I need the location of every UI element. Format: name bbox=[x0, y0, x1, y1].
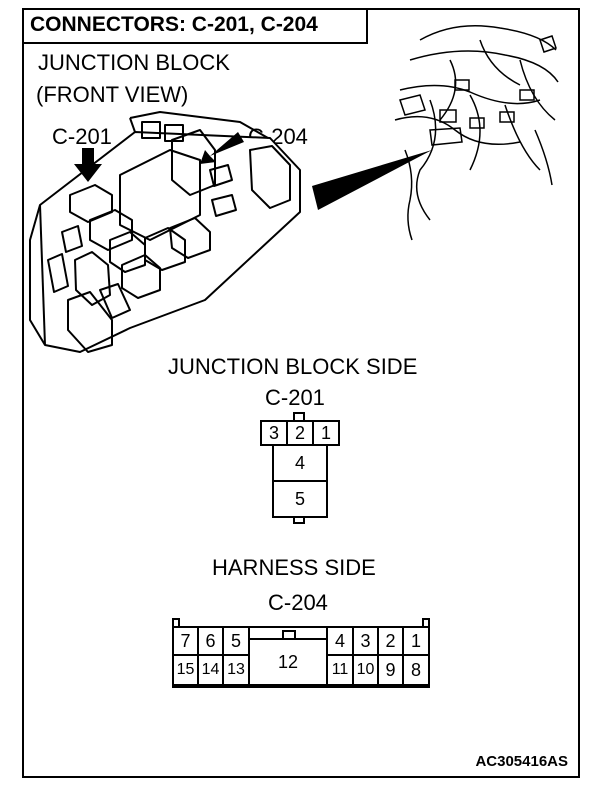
c204-heading: HARNESS SIDE bbox=[212, 555, 376, 580]
c204-left-latch bbox=[172, 618, 180, 628]
front-view-label: (FRONT VIEW) bbox=[36, 82, 189, 107]
title-underline bbox=[22, 42, 367, 44]
callout-c201: C-201 bbox=[52, 124, 112, 149]
junction-block-label: JUNCTION BLOCK bbox=[38, 50, 230, 75]
c201-pin-1: 1 bbox=[312, 420, 340, 446]
c201-pin-3: 3 bbox=[260, 420, 288, 446]
c204-pin-9: 9 bbox=[377, 654, 404, 686]
c204-pin-4: 4 bbox=[326, 626, 354, 656]
c204-right-latch bbox=[422, 618, 430, 628]
c201-pin-5: 5 bbox=[272, 480, 328, 518]
c201-pin-4: 4 bbox=[272, 444, 328, 482]
c204-key bbox=[282, 630, 296, 640]
c204-pin-8: 8 bbox=[402, 654, 430, 686]
c204-pin-3: 3 bbox=[352, 626, 379, 656]
c204-pin-10: 10 bbox=[352, 654, 379, 686]
c204-pin-15: 15 bbox=[172, 654, 199, 686]
c204-pin-1: 1 bbox=[402, 626, 430, 656]
c201-name: C-201 bbox=[265, 385, 325, 410]
c201-bottom-key bbox=[293, 516, 305, 524]
c204-pin-13: 13 bbox=[222, 654, 250, 686]
c204-pin-12: 12 bbox=[248, 638, 328, 686]
c201-pin-2: 2 bbox=[286, 420, 314, 446]
page-title: CONNECTORS: C-201, C-204 bbox=[30, 13, 318, 36]
c204-name: C-204 bbox=[268, 590, 328, 615]
c201-heading: JUNCTION BLOCK SIDE bbox=[168, 354, 418, 379]
c204-pin-2: 2 bbox=[377, 626, 404, 656]
c201-top-key bbox=[293, 412, 305, 422]
figure-code: AC305416AS bbox=[475, 753, 568, 770]
c204-pin-11: 11 bbox=[326, 654, 354, 686]
title-box-edge bbox=[366, 8, 368, 44]
c204-pin-6: 6 bbox=[197, 626, 224, 656]
c204-pin-7: 7 bbox=[172, 626, 199, 656]
c204-pin-5: 5 bbox=[222, 626, 250, 656]
c204-pin-14: 14 bbox=[197, 654, 224, 686]
